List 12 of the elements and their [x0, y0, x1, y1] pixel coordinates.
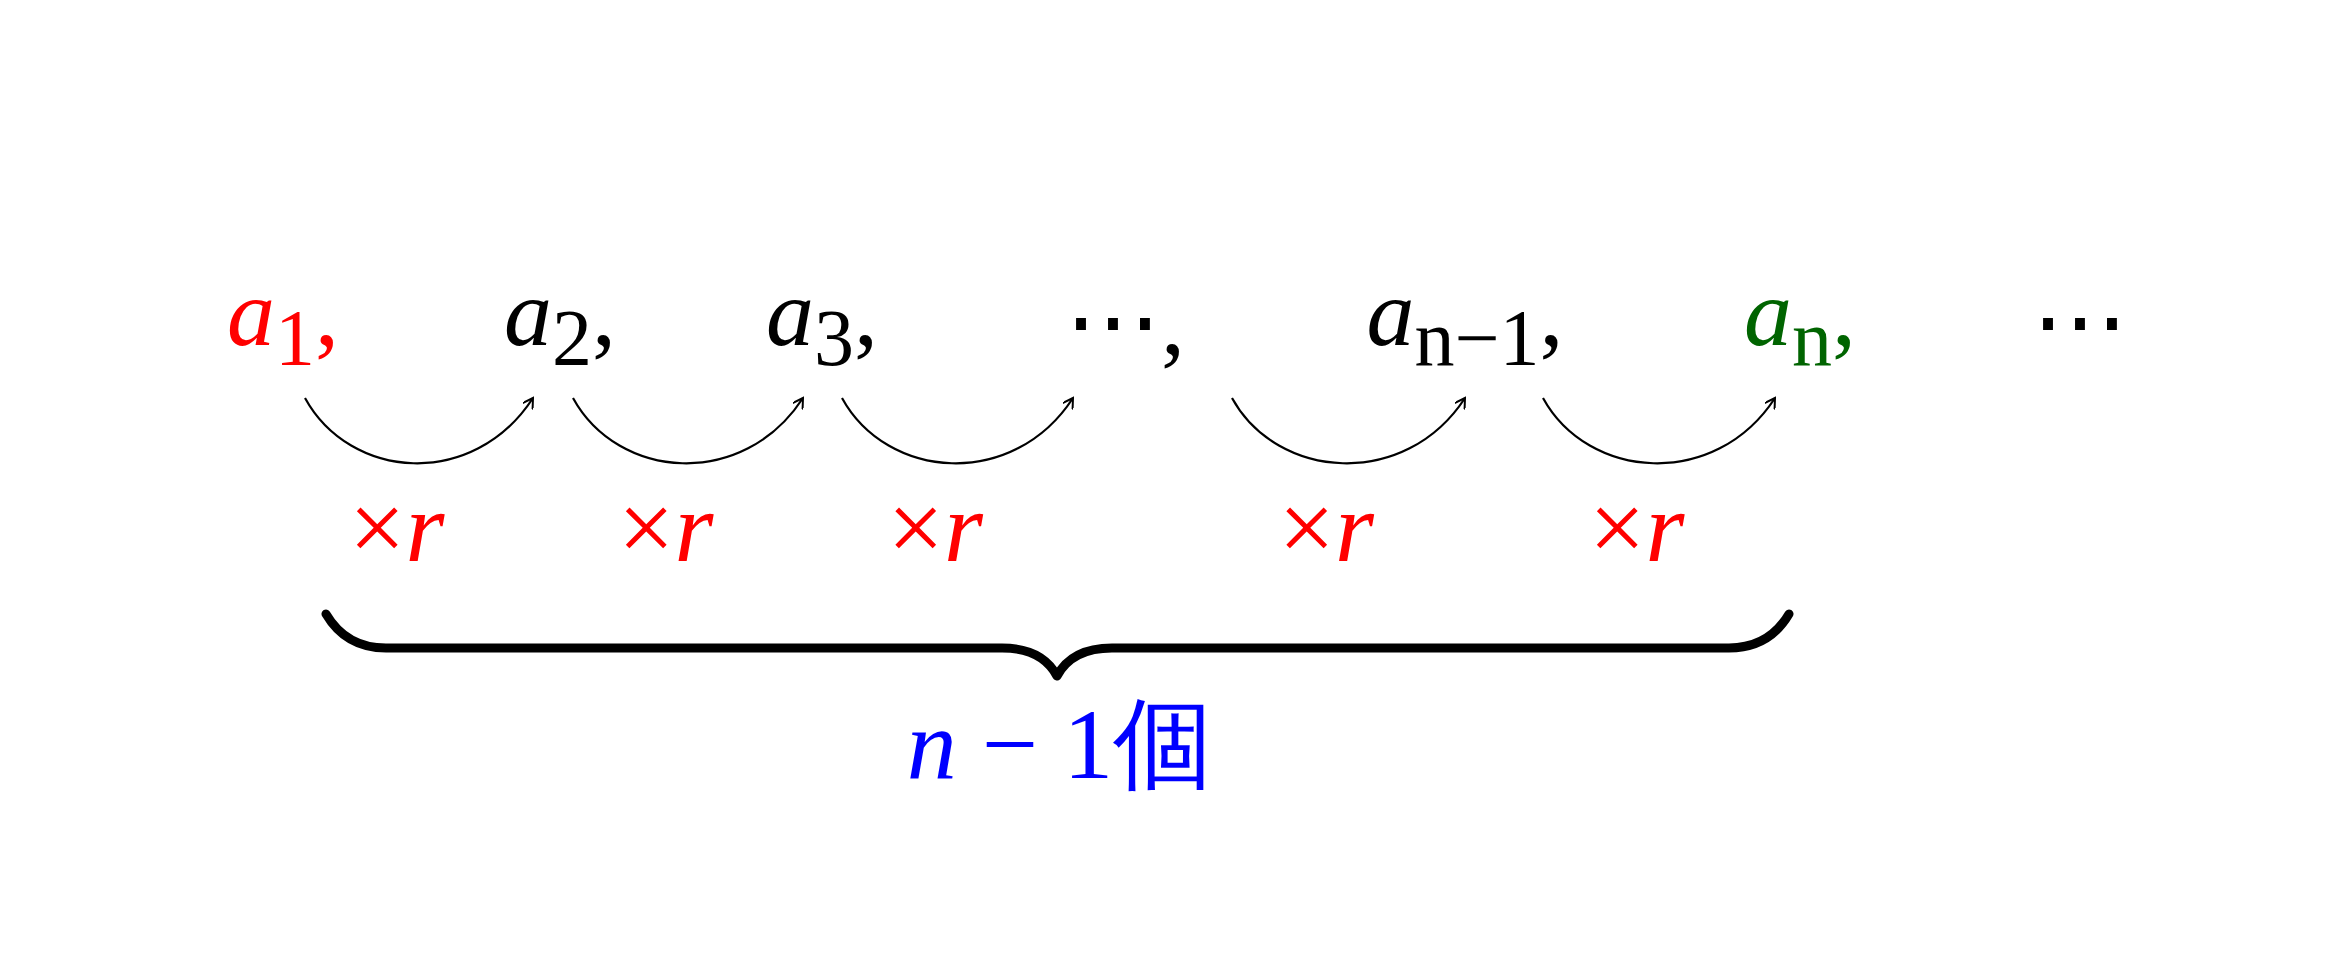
sequence-term: a$_{n}$, [1690, 245, 1910, 398]
sequence-term: ⋯ [1970, 245, 2190, 398]
sequence-term: ⋯, [1015, 245, 1235, 398]
sequence-term: a$_{n−1}$, [1355, 245, 1575, 398]
curved-arrow [841, 397, 1074, 465]
sequence-term: a$_{1}$, [173, 245, 393, 398]
curved-arrow [1231, 397, 1466, 465]
sequence-term: a$_{2}$, [450, 245, 670, 398]
curved-arrow [1542, 397, 1776, 465]
curved-arrow [304, 397, 534, 465]
curved-arrow [572, 397, 804, 465]
sequence-term: a$_{3}$, [712, 245, 932, 398]
